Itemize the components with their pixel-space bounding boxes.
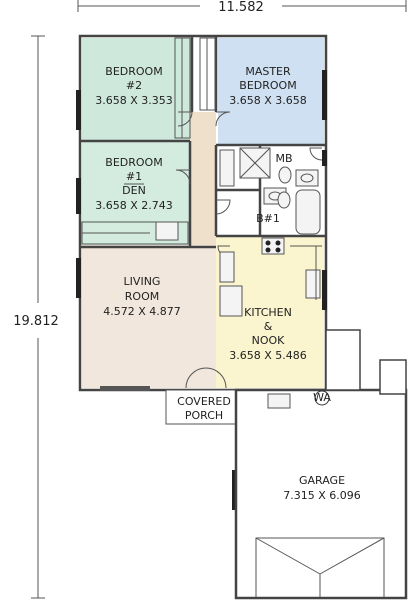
- master-name-line2: BEDROOM: [239, 79, 296, 92]
- kitchen-area: [216, 236, 324, 388]
- washer-icon: [314, 390, 330, 406]
- pantry-icon: [219, 251, 235, 283]
- linen-icon: [219, 149, 235, 187]
- kitchen-size: 3.658 X 5.486: [229, 349, 307, 362]
- width-dimension: 11.582: [77, 0, 407, 15]
- stove-icon: [261, 237, 285, 255]
- bath1-label: B#1: [256, 212, 280, 225]
- garage-cabinet: [267, 393, 291, 409]
- porch-line2: PORCH: [185, 409, 223, 422]
- garage-size: 7.315 X 6.096: [283, 489, 361, 502]
- garage-side-storage: [325, 329, 361, 391]
- kitchen-fixtures: [219, 237, 322, 317]
- height-dimension: 19.812: [13, 35, 59, 599]
- bedroom2-area: [82, 38, 192, 141]
- garage-side-storage-2: [379, 359, 407, 395]
- living-name-line1: LIVING: [124, 275, 161, 288]
- width-dimension-label: 11.582: [218, 0, 264, 15]
- bedroom1-label: BEDROOM #1 DEN 3.658 X 2.743: [95, 156, 173, 212]
- toilet-icon: [278, 166, 292, 184]
- washer-label: WA: [313, 391, 331, 404]
- master-bedroom-area: [218, 38, 324, 145]
- bedroom2-size: 3.658 X 3.353: [95, 94, 173, 107]
- kitchen-name-line3: NOOK: [252, 334, 286, 347]
- bedroom1-number: #1: [126, 170, 142, 183]
- garage-door: [255, 537, 385, 598]
- porch-line1: COVERED: [177, 395, 231, 408]
- bedroom1-size: 3.658 X 2.743: [95, 199, 173, 212]
- kitchen-name-line2: &: [264, 320, 273, 333]
- windows: [76, 70, 327, 510]
- bath-fixtures: [219, 147, 321, 235]
- bedroom2-name: BEDROOM: [105, 65, 162, 78]
- closets: [81, 37, 216, 245]
- porch-label: COVERED PORCH: [177, 395, 231, 422]
- garage-name: GARAGE: [299, 474, 345, 487]
- master-bath-label: MB: [275, 152, 292, 165]
- hallway-area: [190, 112, 216, 247]
- bedroom1-name: BEDROOM: [105, 156, 162, 169]
- living-room-area: [82, 245, 216, 388]
- bedroom2-number: #2: [126, 79, 142, 92]
- master-name-line1: MASTER: [245, 65, 291, 78]
- bedroom1-den: DEN: [122, 184, 146, 197]
- height-dimension-label: 19.812: [13, 314, 59, 329]
- counter-icon: [219, 285, 243, 317]
- bathtub-icon: [295, 189, 321, 235]
- kitchen-name-line1: KITCHEN: [244, 306, 292, 319]
- fridge-icon: [305, 269, 321, 299]
- living-size: 4.572 X 4.877: [103, 305, 181, 318]
- kitchen-label: KITCHEN & NOOK 3.658 X 5.486: [229, 306, 307, 362]
- master-bedroom-label: MASTER BEDROOM 3.658 X 3.658: [229, 65, 307, 107]
- garage-label: GARAGE 7.315 X 6.096: [283, 474, 361, 502]
- master-size: 3.658 X 3.658: [229, 94, 307, 107]
- living-room-label: LIVING ROOM 4.572 X 4.877: [103, 275, 181, 318]
- bedroom2-label: BEDROOM #2 3.658 X 3.353: [95, 65, 173, 107]
- living-name-line2: ROOM: [125, 290, 159, 303]
